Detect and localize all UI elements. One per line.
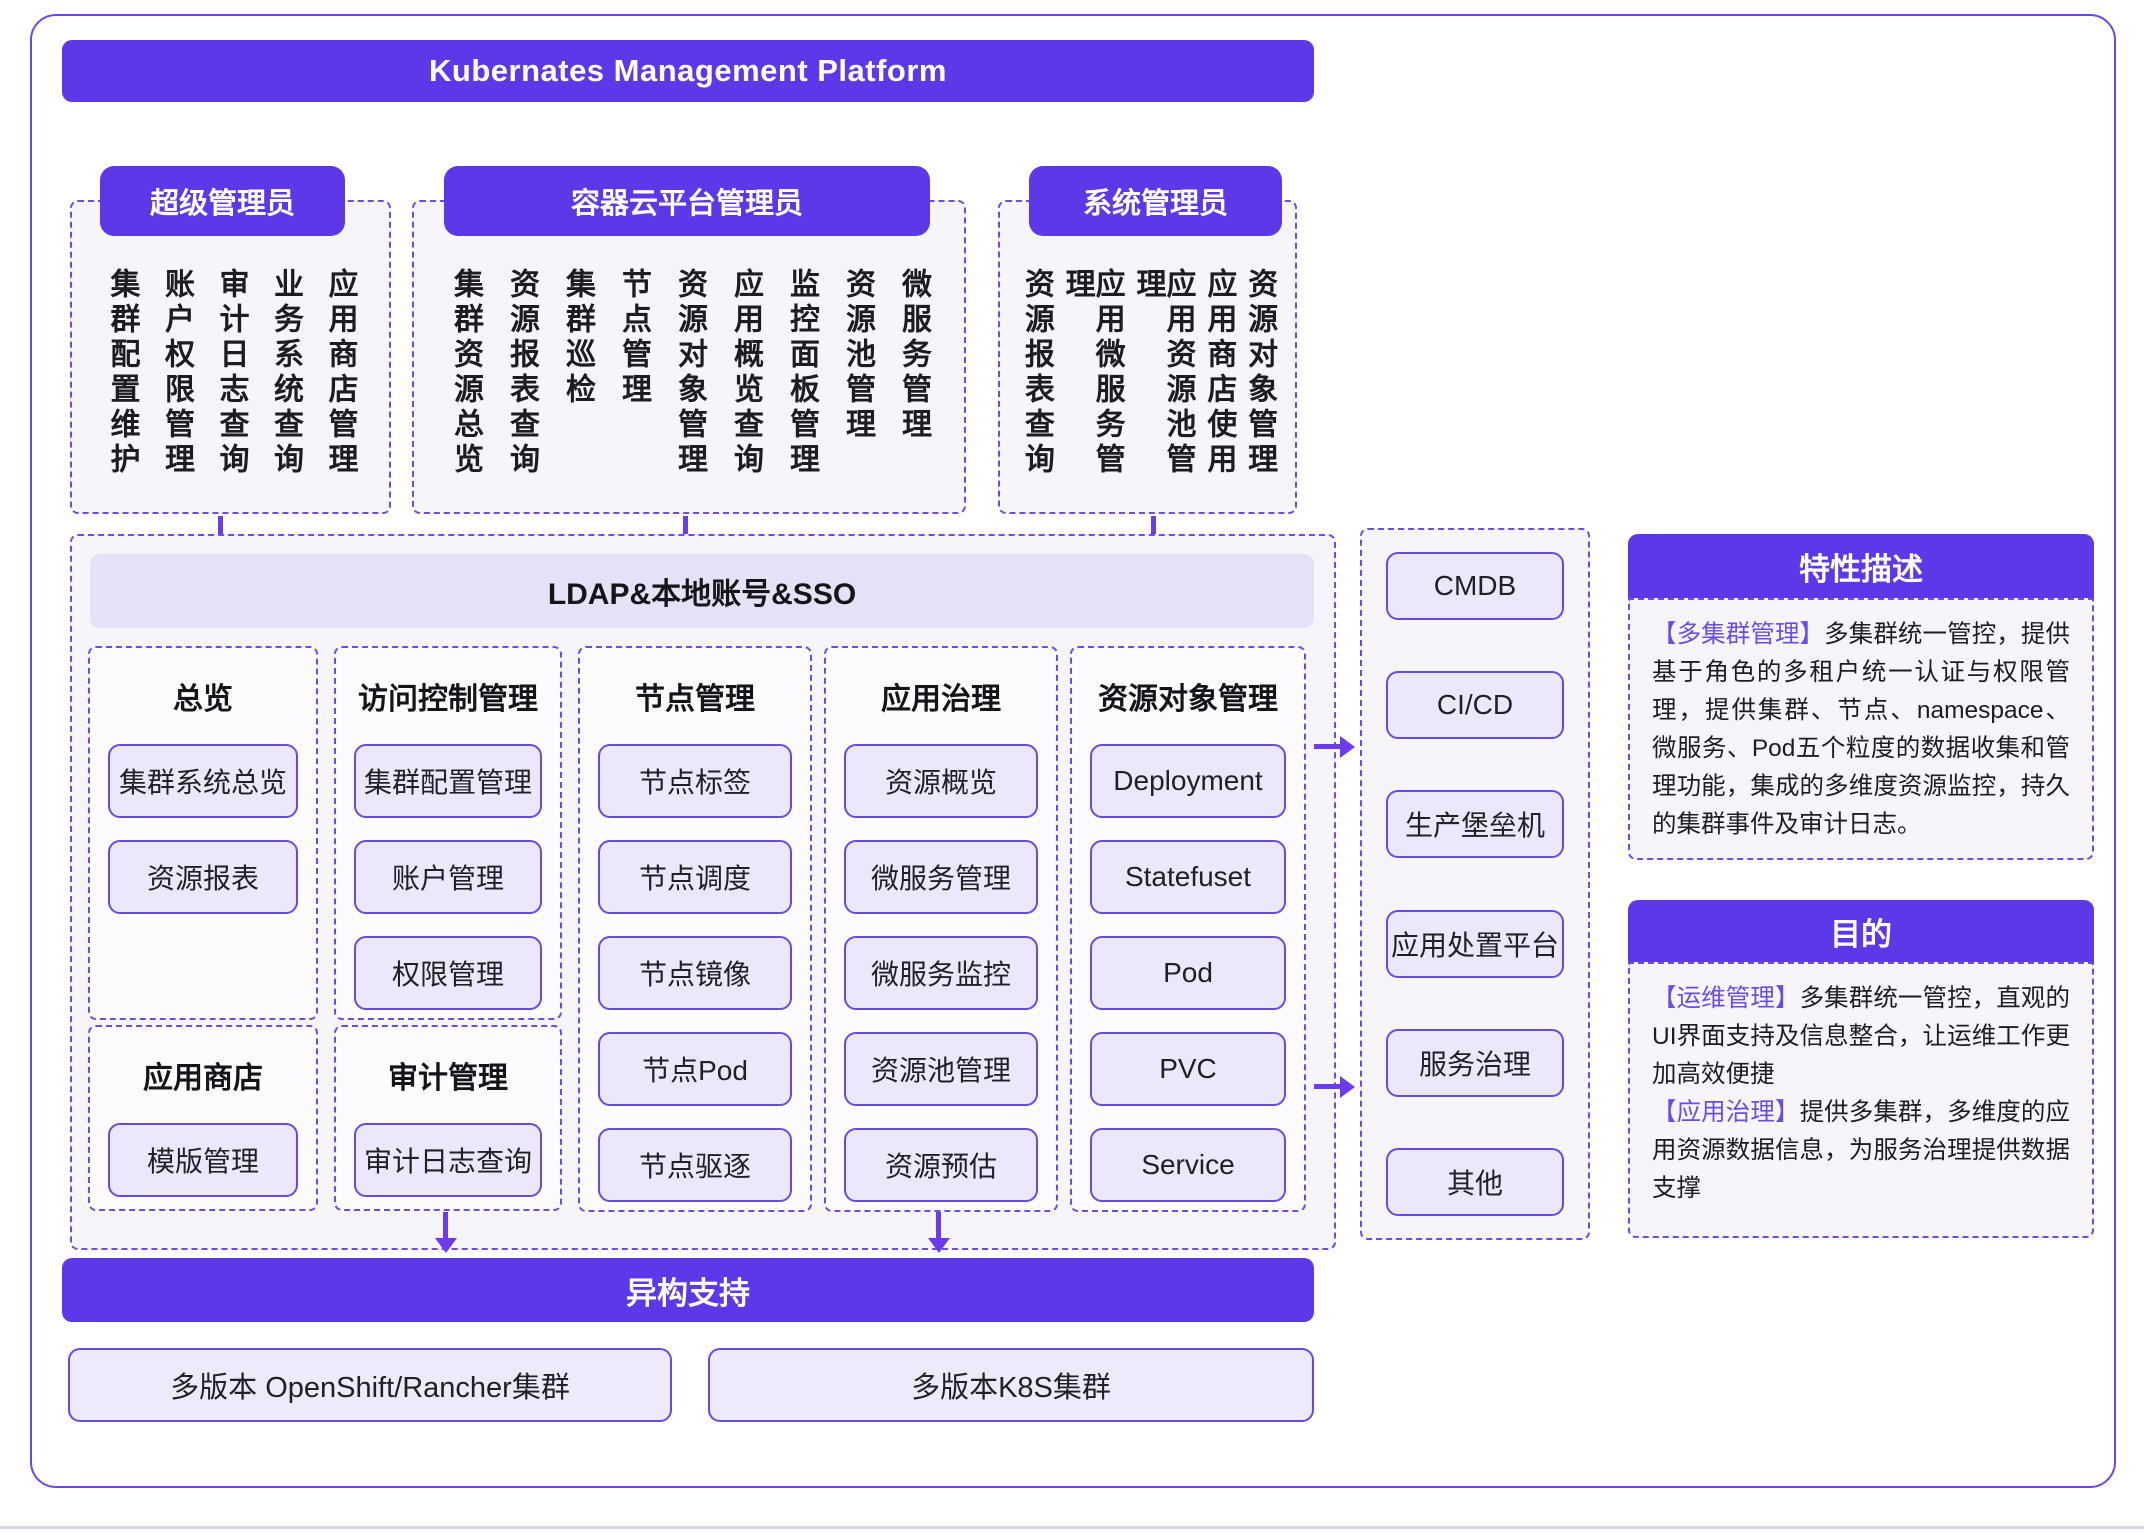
module-item: 微服务监控 — [844, 936, 1038, 1010]
integration-item: CI/CD — [1386, 671, 1564, 740]
outer-frame — [30, 14, 2116, 1488]
integration-item: 其他 — [1386, 1147, 1564, 1216]
flow-arrow-down-icon — [936, 1212, 941, 1238]
flow-arrow-down-icon — [443, 1212, 448, 1238]
module-item: Pod — [1090, 936, 1286, 1010]
module-item: 权限管理 — [354, 936, 542, 1010]
module-audit: 审计管理 审计日志查询 — [334, 1025, 562, 1211]
purpose-entry: 【运维管理】多集群统一管控，直观的UI界面支持及信息整合，让运维工作更加高效便捷 — [1652, 980, 2070, 1094]
permission-item: 资源池管理 — [841, 268, 874, 443]
integrations-column: CMDB CI/CD 生产堡垒机 应用处置平台 服务治理 其他 — [1360, 528, 1590, 1240]
module-access-control: 访问控制管理 集群配置管理 账户管理 权限管理 — [334, 646, 562, 1020]
flow-arrow-down-icon — [683, 516, 688, 538]
module-title: 应用治理 — [881, 683, 1001, 716]
role-title-super-admin: 超级管理员 — [100, 166, 345, 236]
permission-item: 审计日志查询 — [214, 268, 248, 478]
module-item: 节点标签 — [598, 744, 792, 818]
feature-text: 【多集群管理】多集群统一管控，提供基于角色的多租户统一认证与权限管理，提供集群、… — [1652, 616, 2070, 844]
flow-arrow-right-icon — [1314, 744, 1340, 749]
module-item: 模版管理 — [108, 1123, 298, 1197]
permission-item: 账户权限管理 — [160, 268, 193, 478]
module-title: 访问控制管理 — [358, 683, 538, 716]
module-item: Deployment — [1090, 744, 1286, 818]
module-overview: 总览 集群系统总览 资源报表 — [88, 646, 318, 1020]
role-group-cloud-admin: 容器云平台管理员 集群资源总览 资源报表查询 集群巡检 节点管理 资源对象管理 … — [412, 166, 966, 514]
module-item: 资源池管理 — [844, 1032, 1038, 1106]
role-title-cloud-admin: 容器云平台管理员 — [444, 166, 930, 236]
module-item: 账户管理 — [354, 840, 542, 914]
role-permissions-list: 集群资源总览 资源报表查询 集群巡检 节点管理 资源对象管理 应用概览查询 监控… — [424, 268, 954, 506]
hetero-support-banner: 异构支持 — [62, 1258, 1314, 1322]
module-app-store: 应用商店 模版管理 — [88, 1025, 318, 1211]
purpose-text: 提供多集群，多维度的应用资源数据信息，为服务治理提供数据支撑 — [1652, 1099, 2070, 1202]
flow-arrow-down-icon — [1151, 516, 1156, 538]
permission-item: 微服务管理 — [897, 268, 930, 443]
module-item: 资源报表 — [108, 840, 298, 914]
module-node-management: 节点管理 节点标签 节点调度 节点镜像 节点Pod 节点驱逐 — [578, 646, 812, 1212]
purpose-panel-title: 目的 — [1628, 900, 2094, 962]
purpose-panel-body: 【运维管理】多集群统一管控，直观的UI界面支持及信息整合，让运维工作更加高效便捷… — [1628, 962, 2094, 1238]
role-group-system-admin: 系统管理员 资源报表查询 应用微服务管理 应用资源池管理 应用商店使用 资源对象… — [998, 166, 1297, 514]
role-group-super-admin: 超级管理员 集群配置维护 账户权限管理 审计日志查询 业务系统查询 应用商店管理 — [70, 166, 391, 514]
page-bottom-edge — [0, 1526, 2144, 1539]
module-item: 集群系统总览 — [108, 744, 298, 818]
role-permissions-list: 资源报表查询 应用微服务管理 应用资源池管理 应用商店使用 资源对象管理 — [1010, 268, 1285, 506]
purpose-tag: 【应用治理】 — [1652, 1099, 1800, 1126]
permission-item: 资源报表查询 — [505, 268, 538, 478]
module-item: PVC — [1090, 1032, 1286, 1106]
cluster-type-openshift-rancher: 多版本 OpenShift/Rancher集群 — [68, 1348, 672, 1422]
permission-item: 业务系统查询 — [269, 268, 302, 478]
role-permissions-list: 集群配置维护 账户权限管理 审计日志查询 业务系统查询 应用商店管理 — [82, 268, 379, 506]
module-item: 集群配置管理 — [354, 744, 542, 818]
module-item: 微服务管理 — [844, 840, 1038, 914]
module-item: Statefuset — [1090, 840, 1286, 914]
permission-item: 监控面板管理 — [785, 268, 818, 478]
permission-item: 节点管理 — [617, 268, 650, 408]
permission-item: 应用资源池管理 — [1131, 268, 1195, 478]
module-title: 节点管理 — [635, 683, 755, 716]
cluster-type-k8s: 多版本K8S集群 — [708, 1348, 1314, 1422]
integration-item: 应用处置平台 — [1386, 909, 1564, 978]
permission-item: 集群资源总览 — [449, 268, 482, 478]
feature-description: 多集群统一管控，提供基于角色的多租户统一认证与权限管理，提供集群、节点、name… — [1652, 621, 2070, 838]
permission-item: 资源对象管理 — [673, 268, 706, 478]
permission-item: 资源对象管理 — [1243, 268, 1277, 478]
purpose-text: 多集群统一管控，直观的UI界面支持及信息整合，让运维工作更加高效便捷 — [1652, 985, 2070, 1088]
feature-panel-title: 特性描述 — [1628, 534, 2094, 598]
role-title-system-admin: 系统管理员 — [1029, 166, 1282, 236]
feature-tag: 【多集群管理】 — [1652, 621, 1825, 648]
module-title: 总览 — [173, 683, 233, 716]
module-item: 节点驱逐 — [598, 1128, 792, 1202]
module-item: 节点调度 — [598, 840, 792, 914]
flow-arrow-down-icon — [218, 516, 223, 538]
module-title: 审计管理 — [388, 1062, 508, 1095]
module-item: 节点镜像 — [598, 936, 792, 1010]
permission-item: 应用商店使用 — [1202, 268, 1236, 478]
page-title: Kubernates Management Platform — [62, 40, 1314, 102]
module-item: Service — [1090, 1128, 1286, 1202]
permission-item: 应用微服务管理 — [1060, 268, 1124, 478]
auth-bar: LDAP&本地账号&SSO — [90, 554, 1314, 628]
permission-item: 应用商店管理 — [323, 268, 357, 478]
module-title: 应用商店 — [143, 1062, 263, 1095]
permission-item: 集群巡检 — [561, 268, 594, 408]
module-app-governance: 应用治理 资源概览 微服务管理 微服务监控 资源池管理 资源预估 — [824, 646, 1058, 1212]
module-item: 审计日志查询 — [354, 1123, 542, 1197]
integration-item: CMDB — [1386, 552, 1564, 620]
purpose-entry: 【应用治理】提供多集群，多维度的应用资源数据信息，为服务治理提供数据支撑 — [1652, 1094, 2070, 1208]
purpose-tag: 【运维管理】 — [1652, 985, 1800, 1012]
module-item: 节点Pod — [598, 1032, 792, 1106]
module-title: 资源对象管理 — [1098, 683, 1278, 716]
integration-item: 服务治理 — [1386, 1028, 1564, 1097]
permission-item: 资源报表查询 — [1019, 268, 1053, 478]
feature-panel-body: 【多集群管理】多集群统一管控，提供基于角色的多租户统一认证与权限管理，提供集群、… — [1628, 598, 2094, 860]
module-item: 资源概览 — [844, 744, 1038, 818]
module-item: 资源预估 — [844, 1128, 1038, 1202]
permission-item: 应用概览查询 — [729, 268, 762, 478]
flow-arrow-right-icon — [1314, 1084, 1340, 1089]
permission-item: 集群配置维护 — [105, 268, 139, 478]
integration-item: 生产堡垒机 — [1386, 790, 1564, 859]
module-resource-objects: 资源对象管理 Deployment Statefuset Pod PVC Ser… — [1070, 646, 1306, 1212]
